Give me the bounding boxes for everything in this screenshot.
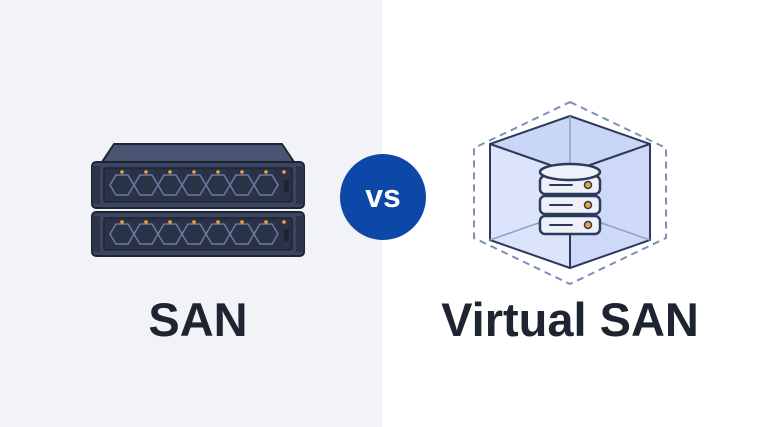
- vs-text: vs: [365, 177, 401, 214]
- virtual-storage-cube-icon: [473, 100, 667, 286]
- server-rack-icon: [91, 143, 305, 257]
- virtual-san-label: Virtual SAN: [441, 293, 699, 346]
- vs-badge: vs: [340, 154, 426, 240]
- san-label: SAN: [148, 293, 248, 346]
